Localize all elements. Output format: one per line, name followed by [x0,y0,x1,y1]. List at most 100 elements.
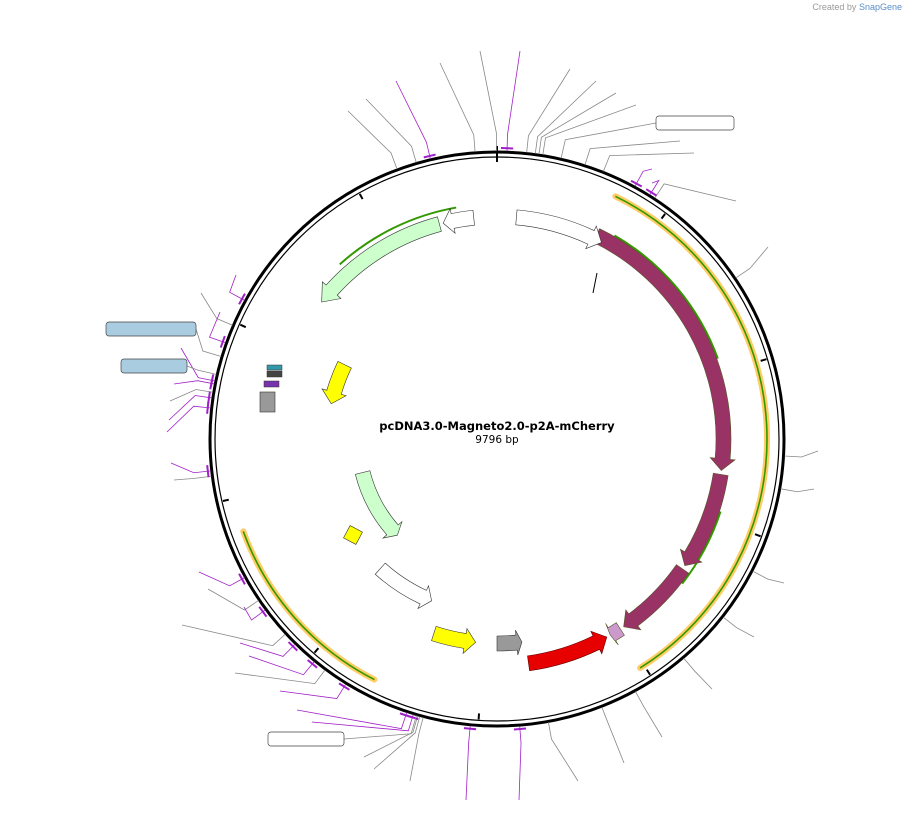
primer-mark-pBR322ori-F [238,293,246,305]
leader-SspI [439,62,476,152]
boxed-label-0 [655,115,735,131]
tick-9000 [358,193,364,200]
m13-rev-box [263,380,280,388]
leader-SgrDI [479,50,498,152]
feature-arrows [240,193,770,683]
leader-SacII [683,657,713,690]
primer-mark-CMV-F [630,179,643,188]
neor-arrow [354,470,403,539]
tick-2000 [760,358,767,362]
sv40-promoter-arrow [374,562,432,610]
leader-EcoRI [784,450,819,458]
box-bg [655,115,735,131]
leader-T7 [649,179,660,196]
f1-ori-arrow [431,625,477,655]
leader-BGH-rev [296,709,408,730]
p2a-arrow [605,622,625,646]
leader-NruI [534,80,597,154]
leader-F1ori-R [279,683,347,699]
tick-7000 [222,498,230,503]
orf-inner-amp [339,206,457,266]
boxed-label-1 [105,321,197,337]
tick-1000 [660,213,666,220]
box-leader-2 [186,365,217,375]
ampr-arrow [321,216,442,303]
leader-pBR322ori-F [229,274,245,301]
leader-RsrII [173,475,212,481]
primer-mark-SV40pro-F [258,606,268,618]
leader-NdeI [584,140,681,165]
leader-Neo-R [198,571,245,587]
primer-mark-mCherry-R [513,727,527,731]
leader-EcoRV [635,691,663,738]
box-leader-0 [560,122,657,159]
leader-ScaI [365,98,417,163]
boxed-label-2 [120,358,188,374]
primer-mark-T7 [645,188,658,197]
leader-mCherry-R [518,726,522,801]
leader-pRS-marker [506,50,521,152]
snapgene-credit: Created by SnapGene [812,2,902,12]
box-leader-1 [195,328,222,357]
primer-mark-F1ori-R [338,682,350,691]
orf-neo-line [242,531,375,681]
leader-F1ori-F [248,655,315,676]
leader-BamHI [548,722,579,782]
leader-NotI [723,616,755,638]
tick-6000 [313,647,320,654]
snapgene-logo: SnapGene [858,2,902,12]
leader-pBABE 3' [239,642,296,657]
leader-CMV-F [634,168,653,187]
leader-SP6 [311,714,414,732]
ferritin-heavy-arrow [623,564,690,631]
leader-SV40pro-F [243,606,266,621]
leader-AvrII [207,588,259,611]
plasmid-length: 9796 bp [475,434,519,446]
primer-mark-M13 Reverse [209,377,214,390]
plasmid-name: pcDNA3.0-Magneto2.0-p2A-mCherry [379,419,615,433]
primer-mark-SP6 [406,714,419,721]
primer-mark-mCherry-F [463,727,477,731]
boxed-label-3 [267,731,345,747]
leader-BstZ17I [169,389,213,402]
label-leader-lines [166,50,819,801]
sv40-polya-box [259,391,276,413]
leader-BspEI [752,570,785,584]
leader-PvuI [347,110,398,170]
tick-4000 [645,669,651,676]
leader-Amp-R [395,80,431,159]
orf-magneto-line [615,195,768,669]
primer-mark-SV40pA-R [206,401,210,414]
credit-prefix: Created by [812,2,857,12]
leader-PciI [200,292,233,326]
ampr-promoter-arrow [442,207,475,235]
primer-mark-L4440 [219,335,226,348]
box-leader-3 [343,715,417,740]
leader-SpeI [542,104,637,155]
leader-MluI [538,92,617,155]
box-bg [120,358,188,374]
leader-mCherry-F [465,725,471,801]
bgh-polya-arrow [496,629,523,656]
leader-L4440 [208,311,226,344]
leader-M13 Reverse [173,380,215,385]
leader-EBV-rev [168,395,212,421]
primer-mark-F1ori-F [307,659,318,669]
plasmid-title-block: pcDNA3.0-Magneto2.0-p2A-mCherry 9796 bp [379,419,615,446]
sv40-ori-box [343,525,363,545]
primer-mark-Neo-R [238,573,246,585]
leader-PmlI [601,707,625,764]
backbone-ring [208,146,786,728]
site-labels [105,115,735,747]
primer-mark-Neo-F [206,465,210,478]
primer-mark-pBABE 3' [287,641,298,652]
tick-3000 [754,533,761,538]
leader-SnaBI [603,152,695,172]
primer-mark-Amp-R [423,153,436,159]
cap-site-box [266,364,283,371]
position-ticks [222,193,767,720]
leader-AscI [363,715,419,758]
box-bg [105,321,197,337]
